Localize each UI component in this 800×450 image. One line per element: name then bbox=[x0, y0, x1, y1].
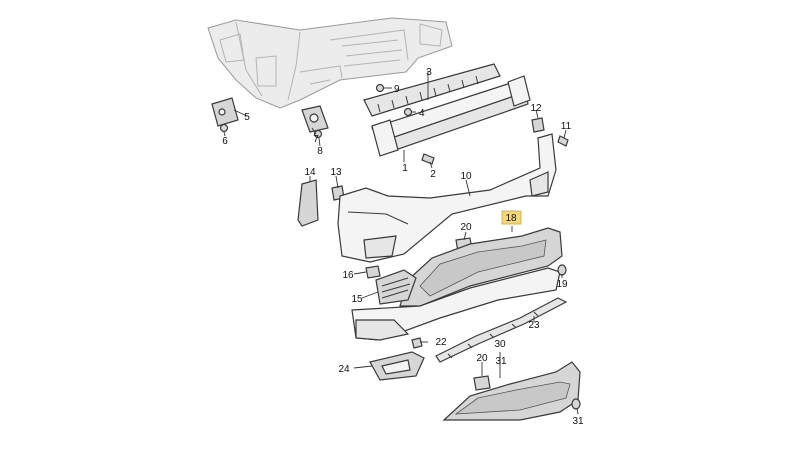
callout-5: 5 bbox=[244, 112, 250, 123]
part-nut-8 bbox=[313, 129, 323, 139]
part-bezel bbox=[369, 351, 425, 381]
callout-2: 2 bbox=[430, 169, 436, 180]
callout-22: 22 bbox=[435, 337, 447, 348]
part-clip-19 bbox=[557, 264, 567, 276]
callout-16: 16 bbox=[342, 270, 354, 281]
part-screw-9 bbox=[375, 83, 385, 93]
callout-15: 15 bbox=[351, 294, 363, 305]
part-clip-6 bbox=[219, 123, 229, 133]
callout-24: 24 bbox=[338, 364, 350, 375]
callout-9: 9 bbox=[394, 84, 400, 95]
callouts: 1 2 3 4 5 6 7 8 9 10 11 12 13 14 15 16 1… bbox=[222, 67, 584, 427]
callout-14: 14 bbox=[304, 167, 316, 178]
callout-3: 3 bbox=[426, 67, 432, 78]
part-mounting-bracket-7 bbox=[301, 105, 329, 133]
part-bumper-cover bbox=[337, 133, 557, 263]
callout-20-lower: 20 bbox=[476, 353, 488, 364]
part-bolt-2 bbox=[421, 153, 435, 165]
part-clip-12 bbox=[531, 117, 545, 133]
callout-19: 19 bbox=[556, 279, 568, 290]
callout-23: 23 bbox=[528, 320, 540, 331]
callout-1: 1 bbox=[402, 163, 408, 174]
callout-31: 31 bbox=[495, 356, 507, 367]
callout-6: 6 bbox=[222, 136, 228, 147]
leader-lines bbox=[223, 71, 579, 415]
callout-13: 13 bbox=[330, 167, 342, 178]
part-clip-16 bbox=[365, 265, 381, 279]
part-diffuser-alt bbox=[442, 361, 581, 421]
part-lower-spoiler bbox=[351, 267, 561, 341]
part-diffuser-trim bbox=[399, 227, 563, 307]
part-clip-20-lower bbox=[473, 375, 491, 391]
part-trim-strip bbox=[435, 297, 568, 363]
highlight-box-18 bbox=[501, 210, 522, 225]
part-grille-insert bbox=[375, 269, 417, 305]
callout-18: 18 bbox=[505, 213, 517, 224]
part-clip-22 bbox=[411, 337, 423, 349]
callout-30: 30 bbox=[494, 339, 506, 350]
callout-20: 20 bbox=[460, 222, 472, 233]
vehicle-rear-body-structure bbox=[207, 17, 453, 109]
callout-11: 11 bbox=[561, 121, 572, 132]
part-side-bracket-left bbox=[211, 97, 239, 127]
callout-4: 4 bbox=[419, 108, 425, 119]
part-impact-absorber bbox=[363, 63, 501, 117]
part-bolt-11 bbox=[557, 135, 569, 147]
part-bumper-reinforcement bbox=[371, 75, 531, 157]
callout-7: 7 bbox=[313, 134, 319, 145]
callout-8: 8 bbox=[317, 146, 323, 157]
callout-31-lower: 31 bbox=[572, 416, 584, 427]
callout-10: 10 bbox=[460, 171, 472, 182]
part-nut-4 bbox=[403, 107, 413, 117]
part-clip-31 bbox=[571, 398, 581, 410]
callout-12: 12 bbox=[530, 103, 542, 114]
part-reflector bbox=[297, 179, 319, 227]
